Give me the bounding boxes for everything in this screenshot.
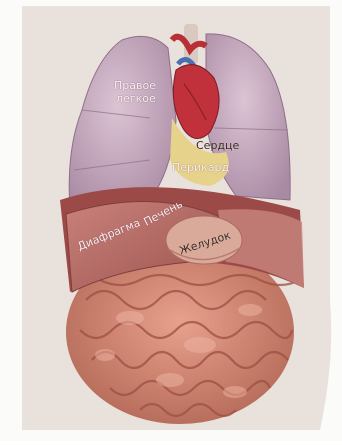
label-right-lung-line2: легкое — [116, 93, 156, 105]
label-pericardium: Перикард — [172, 162, 229, 174]
label-right-lung-line1: Правое — [114, 80, 156, 92]
label-heart: Сердце — [196, 140, 239, 152]
